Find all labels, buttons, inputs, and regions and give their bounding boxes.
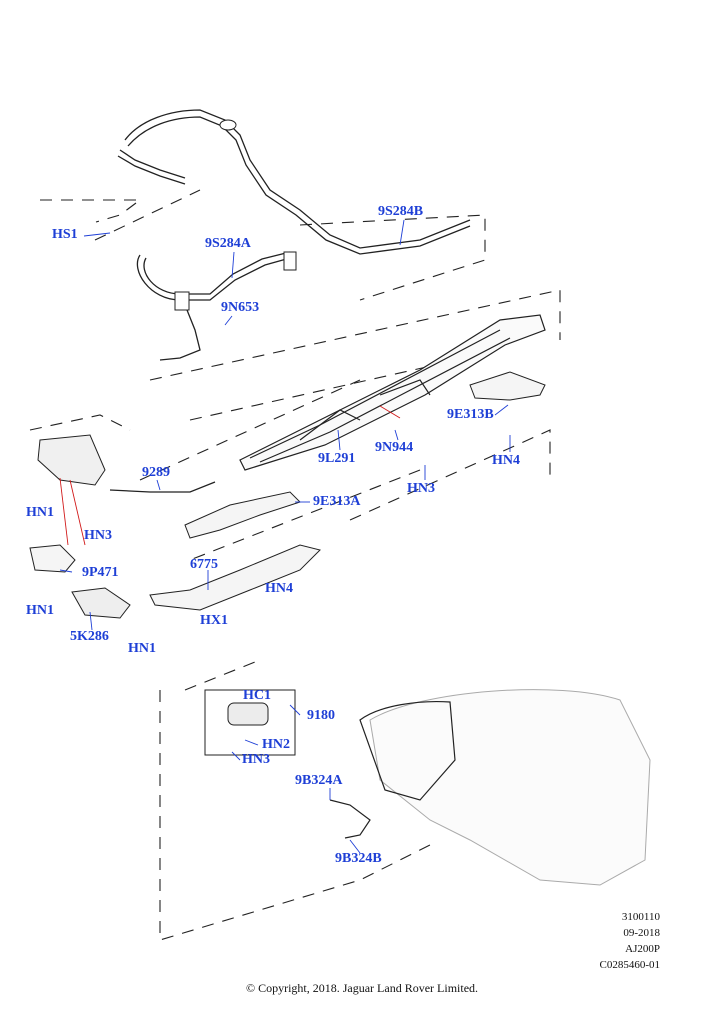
meta-ref: C0285460-01	[599, 959, 661, 971]
copyright-text: © Copyright, 2018. Jaguar Land Rover Lim…	[245, 981, 479, 995]
leader-lines	[59, 219, 511, 854]
heat-shield-9289	[37, 434, 106, 486]
fuel-filter-9180	[204, 689, 296, 756]
label-hn3-mid[interactable]: HN3	[407, 481, 435, 496]
label-hn1-b[interactable]: HN1	[26, 603, 54, 618]
label-hc1[interactable]: HC1	[243, 688, 271, 703]
label-5k286[interactable]: 5K286	[70, 629, 109, 644]
meta-model: AJ200P	[625, 943, 660, 955]
label-9e313a[interactable]: 9E313A	[313, 494, 361, 509]
label-hs1[interactable]: HS1	[52, 227, 78, 242]
label-9p471[interactable]: 9P471	[82, 565, 119, 580]
label-9b324a[interactable]: 9B324A	[295, 773, 343, 788]
label-hx1[interactable]: HX1	[200, 613, 228, 628]
clip-9p471	[29, 544, 76, 573]
label-9n944[interactable]: 9N944	[375, 440, 414, 455]
label-hn4-top[interactable]: HN4	[492, 453, 520, 468]
section-dividers	[29, 189, 561, 941]
meta-code: 3100110	[621, 911, 660, 923]
rail-assembly	[239, 314, 546, 471]
label-hn3-low[interactable]: HN3	[242, 752, 270, 767]
label-6775[interactable]: 6775	[190, 557, 218, 572]
label-hn3-left[interactable]: HN3	[84, 528, 112, 543]
label-9e313b[interactable]: 9E313B	[447, 407, 494, 422]
label-9180[interactable]: 9180	[307, 708, 335, 723]
label-9s284b[interactable]: 9S284B	[378, 204, 424, 219]
label-hn4-low[interactable]: HN4	[265, 581, 293, 596]
fuel-lines-upper	[117, 109, 471, 361]
label-9b324b[interactable]: 9B324B	[335, 851, 382, 866]
meta-date: 09-2018	[623, 927, 660, 939]
shield-6775	[149, 544, 321, 611]
label-9n653[interactable]: 9N653	[221, 300, 260, 315]
bracket-9e313b	[469, 371, 546, 401]
fuel-tank	[369, 689, 651, 886]
label-9s284a[interactable]: 9S284A	[205, 236, 251, 251]
red-leaders	[59, 405, 401, 546]
label-hn1-a[interactable]: HN1	[26, 505, 54, 520]
bracket-9e313a	[184, 491, 301, 539]
label-9289[interactable]: 9289	[142, 465, 170, 480]
label-hn1-c[interactable]: HN1	[128, 641, 156, 656]
label-9l291[interactable]: 9L291	[318, 451, 356, 466]
drawing-metadata: 3100110 09-2018 AJ200P C0285460-01	[560, 909, 661, 973]
shield-5k286	[71, 587, 131, 619]
label-hn2[interactable]: HN2	[262, 737, 290, 752]
